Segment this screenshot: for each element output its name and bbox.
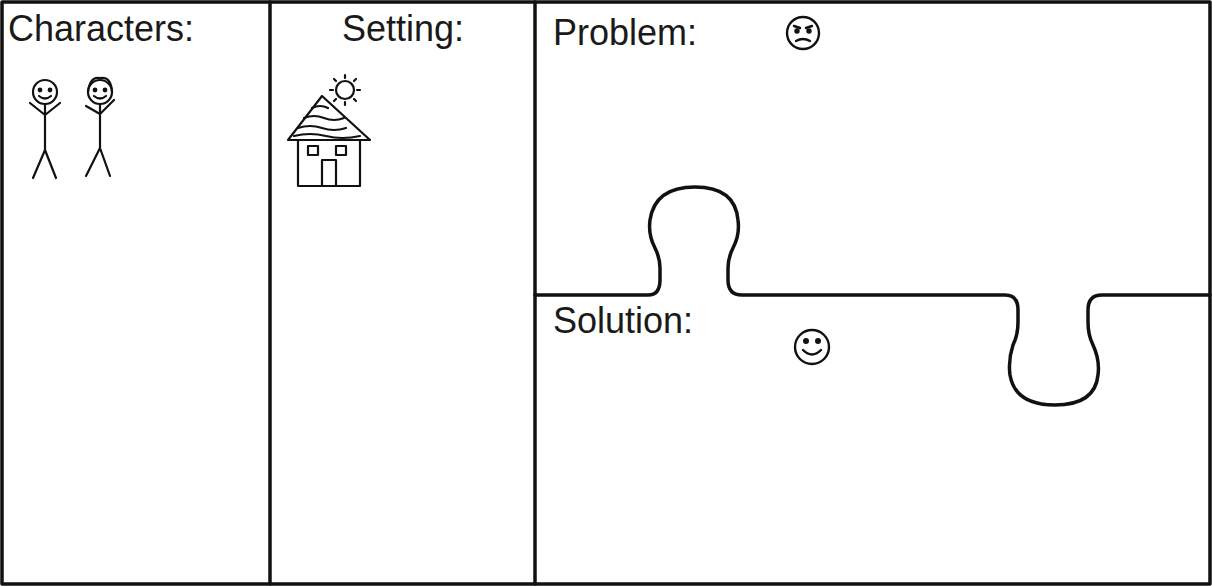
figure-head — [33, 80, 57, 104]
house-wall — [298, 140, 360, 186]
panel-heading: Setting: — [342, 8, 464, 49]
column-divider — [533, 2, 537, 584]
column-divider — [268, 2, 272, 584]
puzzle-divider — [535, 187, 1210, 405]
characters-panel: Characters: — [8, 8, 264, 49]
panel-heading: Characters: — [8, 8, 194, 49]
sun — [336, 81, 354, 99]
smile-face — [795, 330, 829, 364]
house-and-sun — [288, 75, 370, 186]
panel-heading: Solution: — [553, 300, 693, 341]
figure-head — [88, 80, 112, 104]
setting-panel: Setting: — [276, 8, 530, 49]
problem-panel: Problem: — [553, 12, 783, 53]
stick-figures — [30, 78, 114, 178]
house-roof — [288, 96, 370, 140]
frown-face — [787, 17, 819, 49]
solution-panel: Solution: — [553, 300, 793, 341]
house-door — [322, 160, 336, 186]
panel-heading: Problem: — [553, 12, 697, 53]
